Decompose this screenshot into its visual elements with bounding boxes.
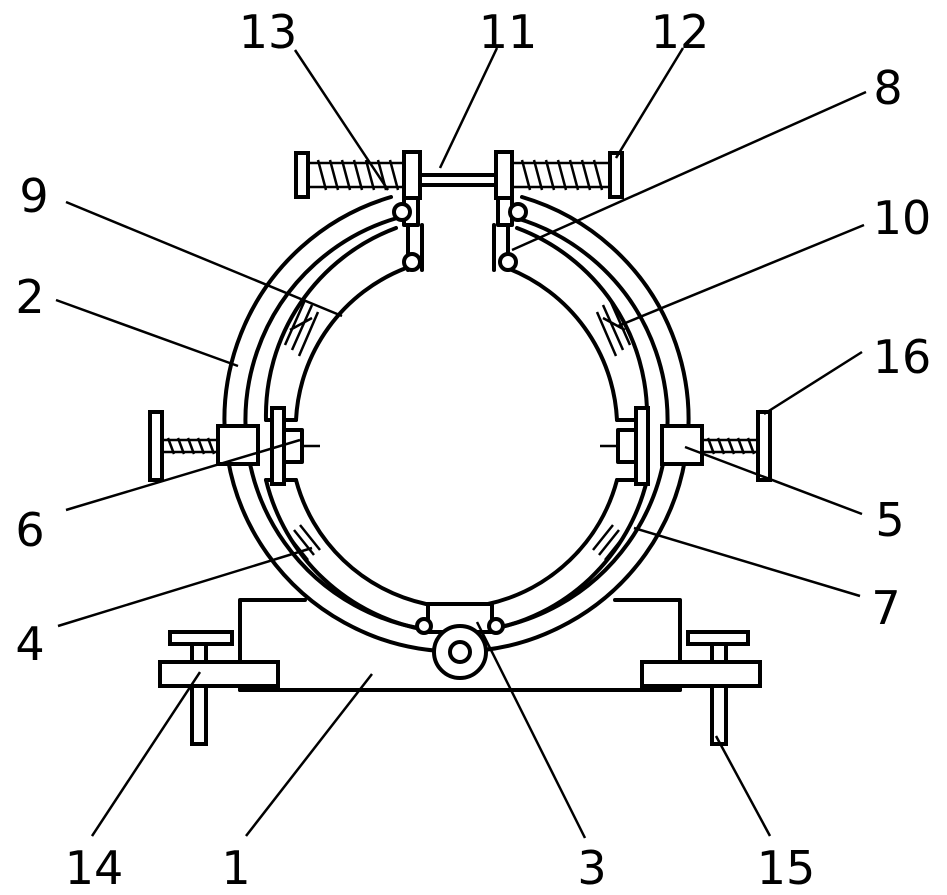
label-2: 2 bbox=[15, 270, 44, 324]
arc-springs bbox=[283, 299, 632, 561]
bottom-hinge bbox=[415, 602, 505, 680]
label-7: 7 bbox=[871, 581, 900, 635]
label-14: 14 bbox=[65, 841, 124, 895]
label-8: 8 bbox=[873, 61, 902, 115]
right-foot-bolt bbox=[640, 630, 762, 746]
label-5: 5 bbox=[875, 493, 904, 547]
part-labels: 13 11 12 8 9 10 2 16 6 5 4 7 14 1 3 15 bbox=[15, 5, 931, 895]
label-6: 6 bbox=[15, 503, 44, 557]
label-3: 3 bbox=[577, 841, 606, 895]
left-foot-bolt bbox=[158, 630, 280, 746]
label-4: 4 bbox=[15, 617, 44, 671]
label-16: 16 bbox=[873, 330, 932, 384]
label-12: 12 bbox=[651, 5, 710, 59]
right-side-screw bbox=[600, 406, 772, 486]
label-11: 11 bbox=[479, 5, 538, 59]
outer-ring bbox=[222, 195, 691, 654]
top-clamp bbox=[294, 150, 624, 272]
label-1: 1 bbox=[221, 841, 250, 895]
label-13: 13 bbox=[239, 5, 298, 59]
label-15: 15 bbox=[757, 841, 816, 895]
label-10: 10 bbox=[873, 191, 932, 245]
label-9: 9 bbox=[19, 169, 48, 223]
inner-clamp-arcs bbox=[263, 226, 650, 632]
leader-lines bbox=[55, 47, 867, 839]
